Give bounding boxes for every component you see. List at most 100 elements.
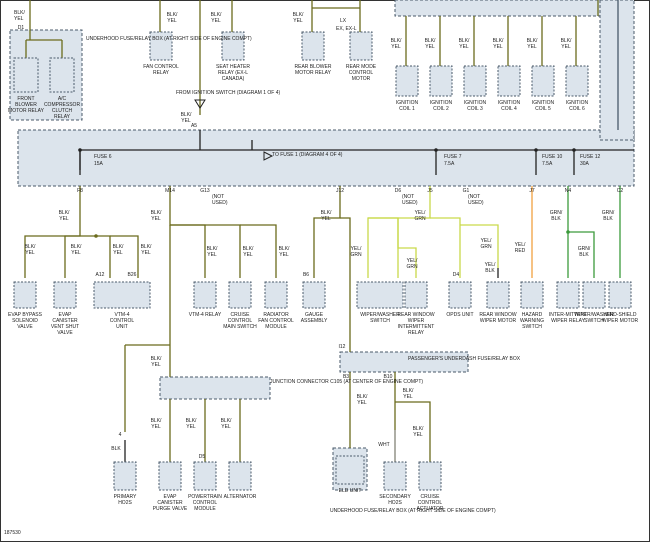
ignition-coil-bus — [394, 0, 601, 17]
radiator-fan-control-module-label: MODULE — [265, 324, 287, 330]
to-fuse1-arrow — [263, 151, 274, 161]
lbl-coil-5: YEL — [527, 44, 537, 50]
pin-m14: M14 — [165, 188, 175, 194]
lbl-n4-ww: BLK — [579, 252, 589, 258]
wiper-washer-switch-label: WIPER/WASHER — [360, 312, 400, 318]
junction-connector — [159, 376, 271, 400]
lbl-evap-canister-purge-valve: BLK/ — [151, 418, 162, 424]
ignition-coil-1-label: COIL 1 — [399, 106, 415, 112]
splice-dot — [566, 230, 570, 234]
label: (NOT — [402, 194, 414, 200]
lbl-primary-blk: BLK — [111, 446, 121, 452]
front-blower-motor-relay-label: MOTOR RELAY — [8, 108, 45, 114]
pin-n4: N4 — [565, 188, 572, 194]
lbl-m14: BLK/ — [151, 210, 162, 216]
label: YEL — [14, 16, 24, 22]
rear-window-wiper-relay-label: RELAY — [408, 330, 425, 336]
ac-compressor-clutch-relay — [49, 57, 75, 93]
w-m14-vtm4 — [169, 186, 206, 278]
lbl-coil-3: BLK/ — [459, 38, 470, 44]
lbl-vtm1: BLK/ — [113, 244, 124, 250]
w-opds — [430, 217, 461, 278]
alternator — [228, 461, 252, 491]
passenger-box-caption: PASSENGER'S UNDERDASH FUSE/RELAY BOX — [408, 356, 521, 362]
vtm4-relay — [193, 281, 217, 309]
lbl-rad: YEL — [279, 252, 289, 258]
rear-blower-motor-relay-label: MOTOR RELAY — [295, 70, 332, 76]
rear-mode-control-motor-label: CONTROL — [349, 70, 374, 76]
radiator-fan-control-module-label: FAN CONTROL — [258, 318, 294, 324]
lbl-j5: GRN — [414, 216, 426, 222]
pin-b3: B3 — [343, 374, 349, 380]
lbl-coil-6: BLK/ — [561, 38, 572, 44]
vtm4-relay-label: VTM-4 RELAY — [189, 312, 222, 318]
ignition-coil-5-label: COIL 5 — [535, 106, 551, 112]
rear-mode-control-motor-label: MOTOR — [352, 76, 371, 82]
ac-compressor-clutch-relay-label: A/C — [58, 96, 67, 102]
w-j5-wiper1 — [367, 186, 431, 278]
lbl-powertrain-control-module: BLK/ — [186, 418, 197, 424]
fan-control-relay-label: FAN CONTROL — [143, 64, 179, 70]
front-blower-motor-relay-label: FRONT — [17, 96, 34, 102]
lbl-c2: BLK — [603, 216, 613, 222]
splice-dot — [94, 234, 98, 238]
primary-ho2s-label: PRIMARY — [114, 494, 137, 500]
cruise-control-main-switch-label: MAIN SWITCH — [223, 324, 257, 330]
pin-g1: G1 — [463, 188, 470, 194]
lbl-m14-j: BLK/ — [151, 356, 162, 362]
w-n4-ww — [568, 231, 595, 278]
fuse7-rating: 7.5A — [444, 161, 455, 167]
hazard-warning-switch-label: WARNING — [520, 318, 544, 324]
lbl-cruise: YEL — [243, 252, 253, 258]
rear-window-wiper-relay-label: WIPER — [408, 318, 425, 324]
fuse10-rating: 7.5A — [542, 161, 553, 167]
lbl-j12: BLK/ — [321, 210, 332, 216]
w-f8-evap1 — [24, 186, 81, 278]
cruise-control-main-switch-label: CONTROL — [228, 318, 253, 324]
fuse12-name: FUSE 12 — [580, 154, 601, 160]
alternator-label: ALTERNATOR — [224, 494, 257, 500]
components — [13, 31, 632, 491]
pin-d1: D1 — [18, 25, 25, 31]
lbl-rad: BLK/ — [279, 246, 290, 252]
fuse12-rating: 30A — [580, 161, 590, 167]
windshield-wiper-motor — [608, 281, 632, 309]
fan-control-relay — [149, 31, 173, 61]
ignition-coil-4-label: COIL 4 — [501, 106, 517, 112]
gauge-assembly-label: GAUGE — [305, 312, 324, 318]
cruise-control-actuator-label: CONTROL — [418, 500, 443, 506]
rear-window-wiper-relay-label: INTERMITTENT — [398, 324, 435, 330]
evap-canister-vent-shut-valve-label: VENT SHUT — [51, 324, 79, 330]
lbl-coil-1: BLK/ — [391, 38, 402, 44]
splice-dot — [572, 148, 576, 152]
rear-window-wiper-relay — [404, 281, 428, 309]
primary-ho2s-label: HO2S — [118, 500, 132, 506]
lbl-coil-3: YEL — [459, 44, 469, 50]
evap-canister-purge-valve-label: PURGE VALVE — [153, 506, 188, 512]
lbl-m14: YEL — [151, 216, 161, 222]
from-ignition-arrow — [194, 99, 206, 109]
label: (NOT — [468, 194, 480, 200]
lbl-seat: BLK/ — [211, 12, 222, 18]
radiator-fan-control-module — [264, 281, 288, 309]
lbl-seat: YEL — [211, 18, 221, 24]
pin-i12: I12 — [339, 344, 346, 350]
wiper-washer-switch-label: SWITCH — [370, 318, 390, 324]
lbl-coil-2: YEL — [425, 44, 435, 50]
gauge-assembly — [302, 281, 326, 309]
pin-b26: B26 — [128, 272, 137, 278]
pin-j7: J7 — [529, 188, 535, 194]
cruise-control-actuator-label: CRUISE — [421, 494, 441, 500]
lbl-coil-4: YEL — [493, 44, 503, 50]
label: (NOT — [212, 194, 224, 200]
lbl-coil-5: BLK/ — [527, 38, 538, 44]
main-fuse-box — [17, 129, 635, 187]
junction-caption: JUNCTION CONNECTOR C105 (AT CENTER OF EN… — [270, 379, 423, 385]
lbl-cruise-act: YEL — [413, 432, 423, 438]
ac-compressor-clutch-relay-label: RELAY — [54, 114, 71, 120]
lbl-cruise-act: BLK/ — [413, 426, 424, 432]
lbl-j5: YEL/ — [415, 210, 426, 216]
w-j12-pass — [340, 217, 351, 352]
lbl-j12: YEL — [321, 216, 331, 222]
lbl-wiper2: GRN — [406, 264, 418, 270]
